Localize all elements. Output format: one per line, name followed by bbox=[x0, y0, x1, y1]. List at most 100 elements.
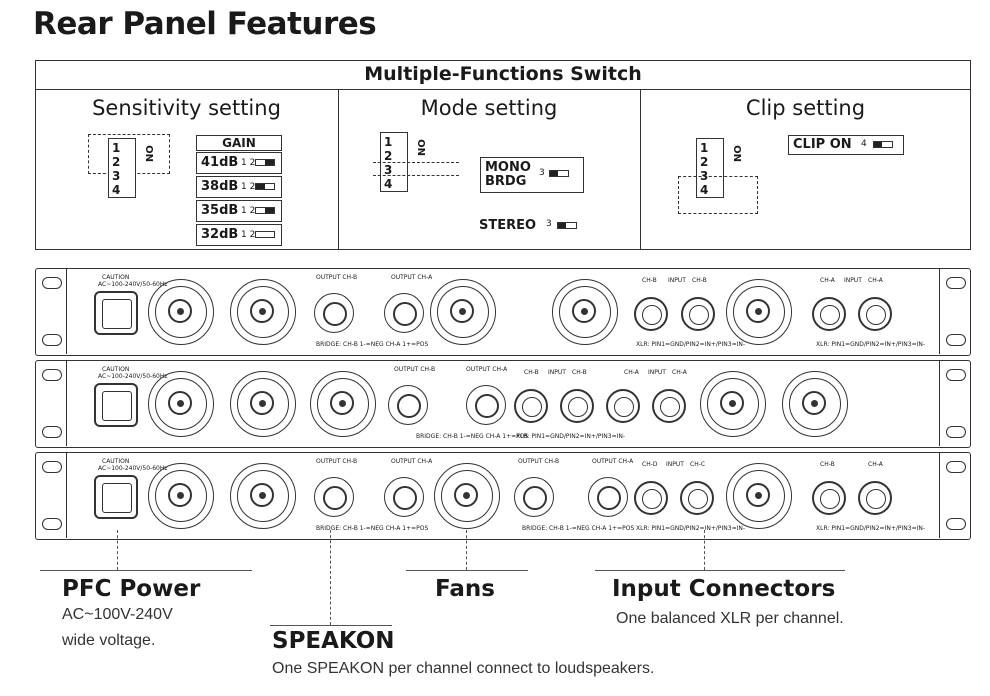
switch-position: 1 2 bbox=[241, 206, 256, 216]
channel-label: CH-C bbox=[690, 461, 706, 468]
speakon-connector bbox=[384, 293, 424, 333]
dip-on-label: ON bbox=[730, 145, 742, 162]
clip-title: Clip setting bbox=[745, 96, 866, 120]
xlr-note: XLR: PIN1=GND/PIN2=IN+/PIN3=IN- bbox=[816, 341, 926, 348]
channel-label: CH-B bbox=[820, 461, 835, 468]
rear-panel-rack-3: CAUTION AC~100-240V/50-60Hz OUTPUT CH-B … bbox=[35, 452, 971, 540]
callout-leader bbox=[330, 530, 331, 625]
mount-hole bbox=[946, 518, 966, 530]
fan-icon bbox=[230, 463, 296, 529]
clip-on-label: CLIP ON bbox=[793, 137, 852, 152]
output-label: OUTPUT CH-A bbox=[592, 458, 634, 465]
speakon-desc: One SPEAKON per channel connect to louds… bbox=[272, 660, 655, 677]
switch-state bbox=[255, 159, 275, 166]
fan-icon bbox=[230, 279, 296, 345]
rear-panel-rack-2: CAUTION AC~100-240V/50-60Hz OUTPUT CH-B … bbox=[35, 360, 971, 448]
mono-label: MONO bbox=[485, 160, 531, 175]
input-label: INPUT bbox=[666, 461, 684, 468]
switch-position: 3 bbox=[539, 168, 545, 178]
channel-label: CH-A bbox=[820, 277, 835, 284]
rack-ear bbox=[36, 361, 67, 446]
dip-on-label: ON bbox=[142, 145, 154, 162]
mount-hole bbox=[42, 461, 62, 473]
rack-ear bbox=[36, 453, 67, 538]
xlr-connector bbox=[858, 297, 892, 331]
dip-label-2: 2 bbox=[384, 149, 393, 163]
caution-label: CAUTION bbox=[102, 366, 130, 373]
xlr-connector bbox=[812, 481, 846, 515]
output-label: OUTPUT CH-B bbox=[316, 274, 358, 281]
channel-label: CH-D bbox=[642, 461, 658, 468]
input-label: INPUT bbox=[648, 369, 666, 376]
pfc-power-line1: AC~100V-240V bbox=[62, 606, 173, 623]
switch-state bbox=[255, 207, 275, 214]
bridge-note: BRIDGE: CH-B 1-=NEG CH-A 1+=POS bbox=[316, 341, 429, 348]
dip-label-1: 1 bbox=[700, 141, 709, 155]
fan-icon bbox=[726, 279, 792, 345]
xlr-note: XLR: PIN1=GND/PIN2=IN+/PIN3=IN- bbox=[816, 525, 926, 532]
output-label: OUTPUT CH-A bbox=[391, 458, 433, 465]
xlr-connector bbox=[812, 297, 846, 331]
mount-hole bbox=[42, 518, 62, 530]
dip-label-3: 3 bbox=[384, 163, 393, 177]
page-title: Rear Panel Features bbox=[33, 6, 377, 42]
callout-underline bbox=[406, 570, 528, 571]
input-connectors-desc: One balanced XLR per channel. bbox=[616, 610, 844, 627]
switch-position: 3 bbox=[546, 219, 552, 229]
callout-underline bbox=[270, 625, 392, 626]
mono-bridge-box: MONO BRDG 3 bbox=[480, 157, 584, 193]
pfc-power-line2: wide voltage. bbox=[62, 632, 156, 649]
xlr-connector bbox=[681, 297, 715, 331]
selection-bracket bbox=[373, 162, 459, 176]
speakon-connector bbox=[384, 477, 424, 517]
callout-leader bbox=[466, 530, 467, 570]
input-label: INPUT bbox=[844, 277, 862, 284]
pfc-power-socket bbox=[94, 291, 138, 335]
speakon-connector bbox=[388, 385, 428, 425]
bridge-note: BRIDGE: CH-B 1-=NEG CH-A 1+=POS bbox=[316, 525, 429, 532]
switch-state bbox=[557, 222, 577, 229]
fan-icon bbox=[700, 371, 766, 437]
switch-state bbox=[255, 183, 275, 190]
xlr-connector bbox=[560, 389, 594, 423]
channel-label: CH-A bbox=[868, 461, 883, 468]
bridge-note: BRIDGE: CH-B 1-=NEG CH-A 1+=POS bbox=[522, 525, 635, 532]
voltage-label: AC~100-240V/50-60Hz bbox=[98, 465, 168, 472]
fan-icon bbox=[230, 371, 296, 437]
mode-title: Mode setting bbox=[420, 96, 558, 120]
fans-title: Fans bbox=[435, 576, 495, 602]
channel-label: CH-B bbox=[572, 369, 587, 376]
pfc-power-socket bbox=[94, 475, 138, 519]
switch-state bbox=[549, 170, 569, 177]
pfc-power-socket bbox=[94, 383, 138, 427]
xlr-connector bbox=[514, 389, 548, 423]
dip-switch: 1 2 3 4 bbox=[108, 138, 136, 198]
channel-label: CH-A bbox=[868, 277, 883, 284]
switch-position: 4 bbox=[861, 139, 867, 149]
speakon-connector bbox=[588, 477, 628, 517]
mount-hole bbox=[42, 334, 62, 346]
gain-value: 35dB bbox=[201, 203, 239, 218]
speakon-connector bbox=[314, 477, 354, 517]
input-label: INPUT bbox=[668, 277, 686, 284]
dip-label-2: 2 bbox=[700, 155, 709, 169]
output-label: OUTPUT CH-A bbox=[391, 274, 433, 281]
fan-icon bbox=[434, 463, 500, 529]
switch-position: 1 2 bbox=[241, 182, 256, 192]
fan-icon bbox=[148, 463, 214, 529]
callout-leader bbox=[117, 530, 118, 570]
speakon-connector bbox=[514, 477, 554, 517]
xlr-connector bbox=[652, 389, 686, 423]
input-label: INPUT bbox=[548, 369, 566, 376]
caution-label: CAUTION bbox=[102, 274, 130, 281]
mount-hole bbox=[946, 461, 966, 473]
callout-underline bbox=[40, 570, 252, 571]
output-label: OUTPUT CH-B bbox=[518, 458, 560, 465]
gain-value: 38dB bbox=[201, 179, 239, 194]
section-divider bbox=[640, 90, 641, 250]
dip-label-3: 3 bbox=[112, 169, 121, 183]
channel-label: CH-B bbox=[642, 277, 657, 284]
stereo-label: STEREO bbox=[479, 218, 537, 233]
